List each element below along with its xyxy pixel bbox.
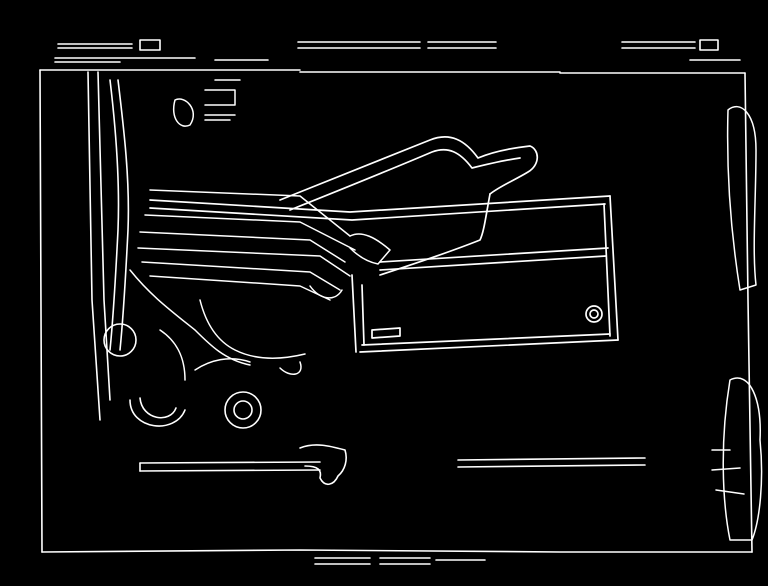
page-frame <box>39 69 753 553</box>
right-blob-top <box>726 105 757 291</box>
left-knob <box>103 323 137 357</box>
tray-slot <box>371 327 401 339</box>
frame-inner-left-2 <box>97 71 111 401</box>
right-edge-clutter <box>711 105 763 541</box>
clutter-c <box>204 114 236 121</box>
rod-3 <box>139 231 346 263</box>
bar-top <box>457 457 646 461</box>
flask-neck-lower <box>379 193 491 276</box>
header-mark-right <box>621 39 719 51</box>
stick-top <box>139 461 321 464</box>
stick-bottom <box>139 469 321 472</box>
right-blob-detail <box>711 449 745 495</box>
left-tube <box>103 79 186 427</box>
right-blob-bottom <box>722 377 763 541</box>
tray-left-edge <box>351 274 365 353</box>
footer-marks <box>314 557 486 565</box>
tray-screw-inner <box>589 309 599 319</box>
tray-top-edge <box>149 195 611 213</box>
bottom-bar <box>457 457 646 468</box>
tray-bottom-edge <box>359 339 619 353</box>
tube-4 <box>194 358 251 371</box>
header-marks <box>54 39 741 63</box>
stick-handle <box>299 444 347 485</box>
top-left-clutter <box>173 79 241 127</box>
header-mark-left <box>57 39 161 51</box>
tube-3 <box>199 299 306 359</box>
rod-4 <box>137 247 351 277</box>
frame-right <box>744 72 753 553</box>
tray-bottom-edge-2 <box>361 333 611 346</box>
frame-top <box>39 69 746 74</box>
rod-5 <box>141 261 341 291</box>
wheel-outer <box>224 391 262 429</box>
tube-1 <box>129 269 251 366</box>
rod-6 <box>149 275 331 301</box>
wheel-inner <box>233 400 253 420</box>
rod-2 <box>144 214 356 251</box>
frame-bottom <box>41 549 753 553</box>
left-ring <box>129 397 186 427</box>
tube-2 <box>159 329 186 381</box>
tray-right-edge <box>609 195 619 341</box>
header-mark-left-sub <box>54 57 269 63</box>
rod-bundle <box>137 189 391 301</box>
flask-outline-upper <box>279 136 539 201</box>
rod-tip <box>309 285 343 299</box>
footer-mark <box>314 557 486 565</box>
bottom-stick <box>139 444 347 485</box>
bar-bottom <box>457 464 646 468</box>
tray-top-edge-2 <box>149 203 606 221</box>
left-tube-inner <box>109 79 120 351</box>
tube-hook <box>279 361 302 375</box>
wheel <box>224 391 262 429</box>
tray <box>149 195 619 353</box>
tray-screw <box>585 305 603 323</box>
frame-left <box>39 69 43 553</box>
frame-inner-left <box>87 71 101 421</box>
clutter-a <box>173 98 195 127</box>
rod-tip-2 <box>349 233 391 265</box>
tray-mid-line <box>379 247 609 271</box>
flask-outline-inner <box>289 148 521 211</box>
left-tube-outer <box>117 79 130 351</box>
tray-right-edge-2 <box>603 203 611 337</box>
flask <box>279 136 539 276</box>
header-mark-center <box>297 41 497 49</box>
clutter-b <box>204 79 241 106</box>
rod-1 <box>149 189 351 237</box>
tubing <box>129 269 306 381</box>
